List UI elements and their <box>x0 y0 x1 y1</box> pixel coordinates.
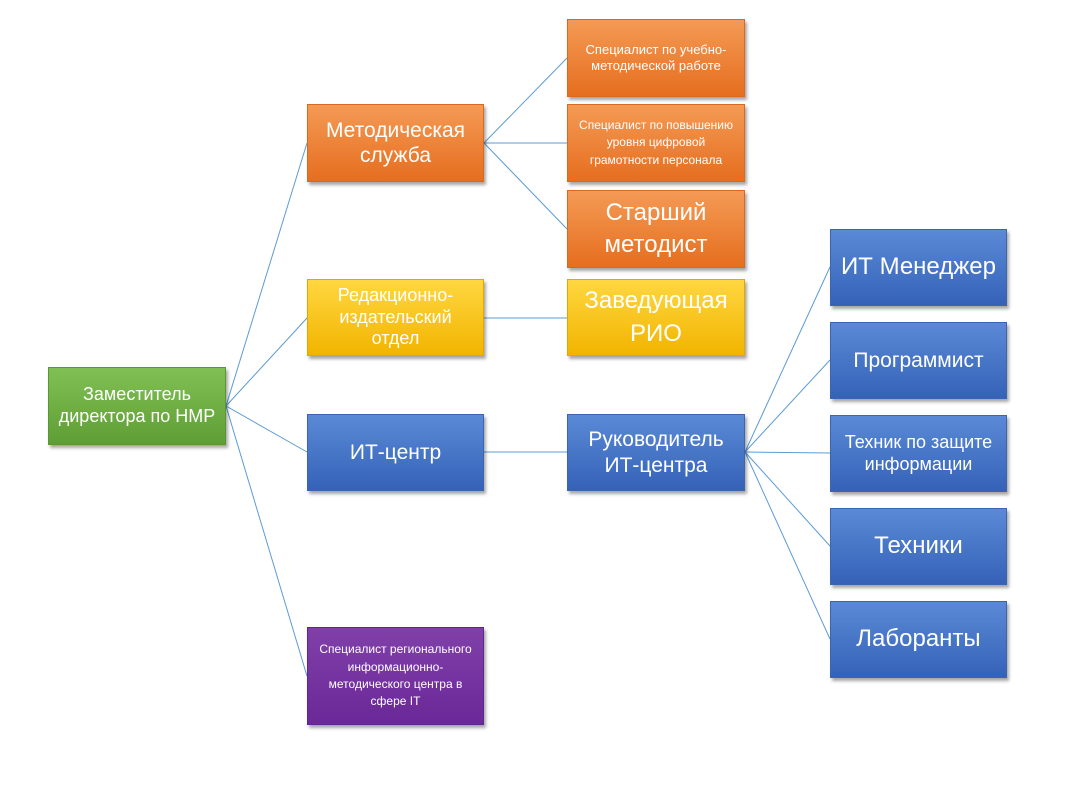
node-it-center: ИТ-центр <box>307 414 484 491</box>
connector-head-lab <box>744 451 831 640</box>
connector-head-technicians <box>744 451 831 547</box>
connector-root-method <box>225 142 308 407</box>
node-programmer: Программист <box>830 322 1007 399</box>
connector-head-manager <box>744 266 831 453</box>
node-specialist-educational: Специалист по учебно-методической работе <box>567 19 745 97</box>
connector-method-senior <box>483 142 568 230</box>
connector-head-security <box>744 451 831 454</box>
connector-method-spec1 <box>483 57 568 144</box>
connector-head-programmer <box>744 359 831 453</box>
node-editorial-department: Редакционно-издательский отдел <box>307 279 484 356</box>
node-lab-assistants: Лаборанты <box>830 601 1007 678</box>
node-technicians: Техники <box>830 508 1007 585</box>
node-head-it-center: Руководитель ИТ-центра <box>567 414 745 491</box>
node-head-rio: Заведующая РИО <box>567 279 745 356</box>
connector-root-it <box>225 405 308 453</box>
connector-root-regional <box>225 405 308 677</box>
node-deputy-director: Заместитель директора по НМР <box>48 367 226 445</box>
node-security-technician: Техник по защите информации <box>830 415 1007 492</box>
node-senior-methodist: Старший методист <box>567 190 745 268</box>
node-specialist-digital-literacy: Специалист по повышению уровня цифровой … <box>567 104 745 182</box>
node-methodical-service: Методическая служба <box>307 104 484 182</box>
node-it-manager: ИТ Менеджер <box>830 229 1007 306</box>
node-regional-specialist: Специалист регионального информационно-м… <box>307 627 484 725</box>
connector-root-editorial <box>225 317 308 407</box>
